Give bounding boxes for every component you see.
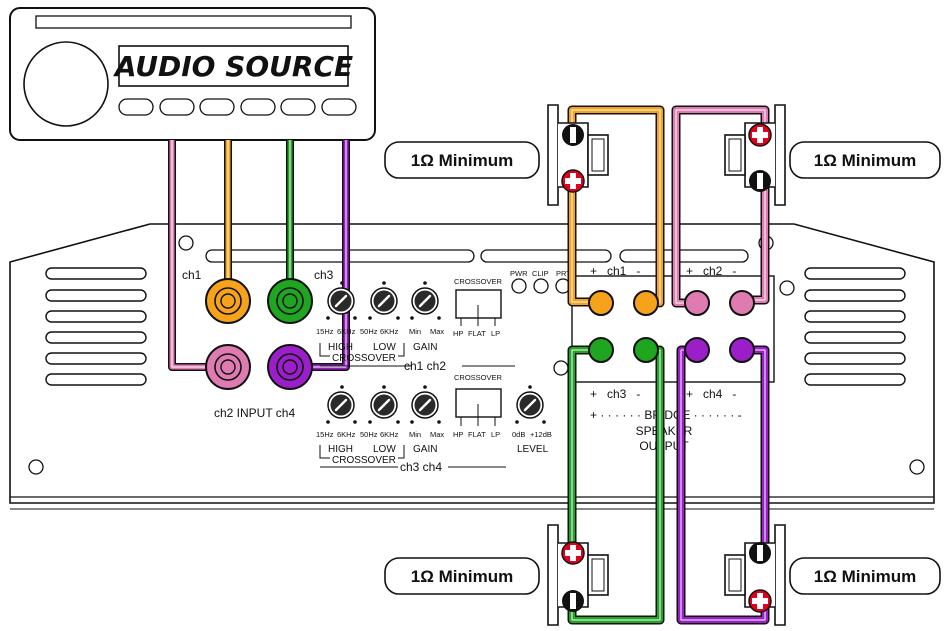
label-0db: 0dB (512, 430, 525, 439)
label-6khz: 6KHz (337, 327, 356, 336)
rca-jack-ch2 (205, 344, 251, 390)
label-lp: LP (491, 430, 500, 439)
label-hp: HP (453, 430, 463, 439)
terminal-ch2-plus[interactable] (684, 290, 710, 316)
knob-high-crossover[interactable] (326, 286, 356, 316)
screw-hole (909, 459, 925, 475)
knob-high-crossover[interactable] (326, 390, 356, 420)
callout-text: 1Ω Minimum (814, 567, 916, 586)
label-high: HIGH (328, 342, 353, 353)
input-label-ch2-ch4: ch2 INPUT ch4 (214, 406, 295, 420)
label-lp: LP (491, 329, 500, 338)
label-ch1-ch2: ch1 ch2 (404, 359, 446, 373)
audio-source-title: AUDIO SOURCE (113, 50, 353, 83)
label-low: LOW (373, 342, 396, 353)
callout-top-right: 1Ω Minimum (789, 141, 941, 179)
terminal-ch4-minus[interactable] (729, 337, 755, 363)
speaker-top-right (724, 104, 786, 206)
knob-gain[interactable] (410, 390, 440, 420)
terminal-ch1-plus[interactable] (588, 290, 614, 316)
label-gain: GAIN (413, 444, 437, 455)
rca-jack-ch3 (267, 278, 313, 324)
terminal-ch1-minus[interactable] (633, 290, 659, 316)
speaker-top-left (547, 104, 609, 206)
knob-low-crossover[interactable] (369, 390, 399, 420)
label-6khz: 6KHz (337, 430, 356, 439)
speaker-bottom-left (547, 524, 609, 626)
speaker-bottom-right (724, 524, 786, 626)
screw-hole (178, 235, 194, 251)
terminal-posts (588, 290, 755, 363)
led-pwr (511, 278, 527, 294)
terminal-ch4-plus[interactable] (684, 337, 710, 363)
switch-title: CROSSOVER (454, 373, 503, 382)
led-label-pwr: PWR (510, 269, 528, 278)
label-ch3-ch4: ch3 ch4 (400, 460, 442, 474)
callout-top-left: 1Ω Minimum (384, 141, 540, 179)
status-leds: PWR CLIP PRT (510, 269, 571, 294)
input-label-ch1: ch1 (182, 268, 202, 282)
label-flat: FLAT (468, 430, 486, 439)
terminal-ch3-plus[interactable] (588, 337, 614, 363)
switch-title: CROSSOVER (454, 277, 503, 286)
terminal-label-ch4: + ch4 - (686, 387, 736, 401)
terminal-ch2-minus[interactable] (729, 290, 755, 316)
callout-text: 1Ω Minimum (814, 151, 916, 170)
label-flat: FLAT (468, 329, 486, 338)
label-crossover: CROSSOVER (332, 455, 396, 466)
callout-text: 1Ω Minimum (411, 567, 513, 586)
screw-hole (779, 280, 795, 296)
label-min: Min (409, 327, 421, 336)
label-50hz: 50Hz (360, 327, 378, 336)
label-hp: HP (453, 329, 463, 338)
top-slots (205, 249, 749, 263)
knob-low-crossover[interactable] (369, 286, 399, 316)
audio-source-unit: AUDIO SOURCE (9, 7, 376, 141)
terminal-ch3-minus[interactable] (633, 337, 659, 363)
label-min: Min (409, 430, 421, 439)
label-level: LEVEL (517, 444, 549, 455)
led-label-prt: PRT (556, 269, 571, 278)
callout-bottom-right: 1Ω Minimum (789, 557, 941, 595)
knob-gain[interactable] (410, 286, 440, 316)
rca-cables (168, 140, 350, 371)
label-max: Max (430, 430, 444, 439)
volume-knob (23, 41, 109, 127)
label-low: LOW (373, 444, 396, 455)
screw-hole (28, 459, 44, 475)
terminal-label-ch2: + ch2 - (686, 264, 736, 278)
label-gain: GAIN (413, 342, 437, 353)
label-high: HIGH (328, 444, 353, 455)
rca-jack-ch1 (205, 278, 251, 324)
rca-jack-ch4 (267, 344, 313, 390)
input-label-ch3: ch3 (314, 268, 334, 282)
label-6khz: 6KHz (380, 327, 399, 336)
callout-text: 1Ω Minimum (411, 151, 513, 170)
label-max: Max (430, 327, 444, 336)
label-15hz: 15Hz (316, 327, 334, 336)
label-6khz: 6KHz (380, 430, 399, 439)
speaker-wires (567, 105, 770, 625)
screw-hole (553, 360, 569, 376)
led-label-clip: CLIP (532, 269, 549, 278)
controls-ch1-ch2: 15Hz 6KHz 50Hz 6KHz Min Max HIGH LOW GAI… (316, 277, 515, 373)
led-clip (533, 278, 549, 294)
label-15hz: 15Hz (316, 430, 334, 439)
callout-bottom-left: 1Ω Minimum (384, 557, 540, 595)
knob-level[interactable] (515, 390, 545, 420)
preset-buttons (118, 98, 357, 116)
rca-inputs: ch1 ch3 ch2 INPUT ch4 (182, 268, 334, 420)
bridge-label: + · · · · · · BRIDGE · · · · · · - (590, 408, 742, 422)
terminal-label-ch3: + ch3 - (590, 387, 640, 401)
terminal-label-ch1: + ch1 - (590, 264, 640, 278)
controls-ch3-ch4: 15Hz 6KHz 50Hz 6KHz Min Max 0dB +12dB HI… (316, 373, 552, 474)
label-50hz: 50Hz (360, 430, 378, 439)
label-crossover: CROSSOVER (332, 353, 396, 364)
label-12db: +12dB (530, 430, 552, 439)
